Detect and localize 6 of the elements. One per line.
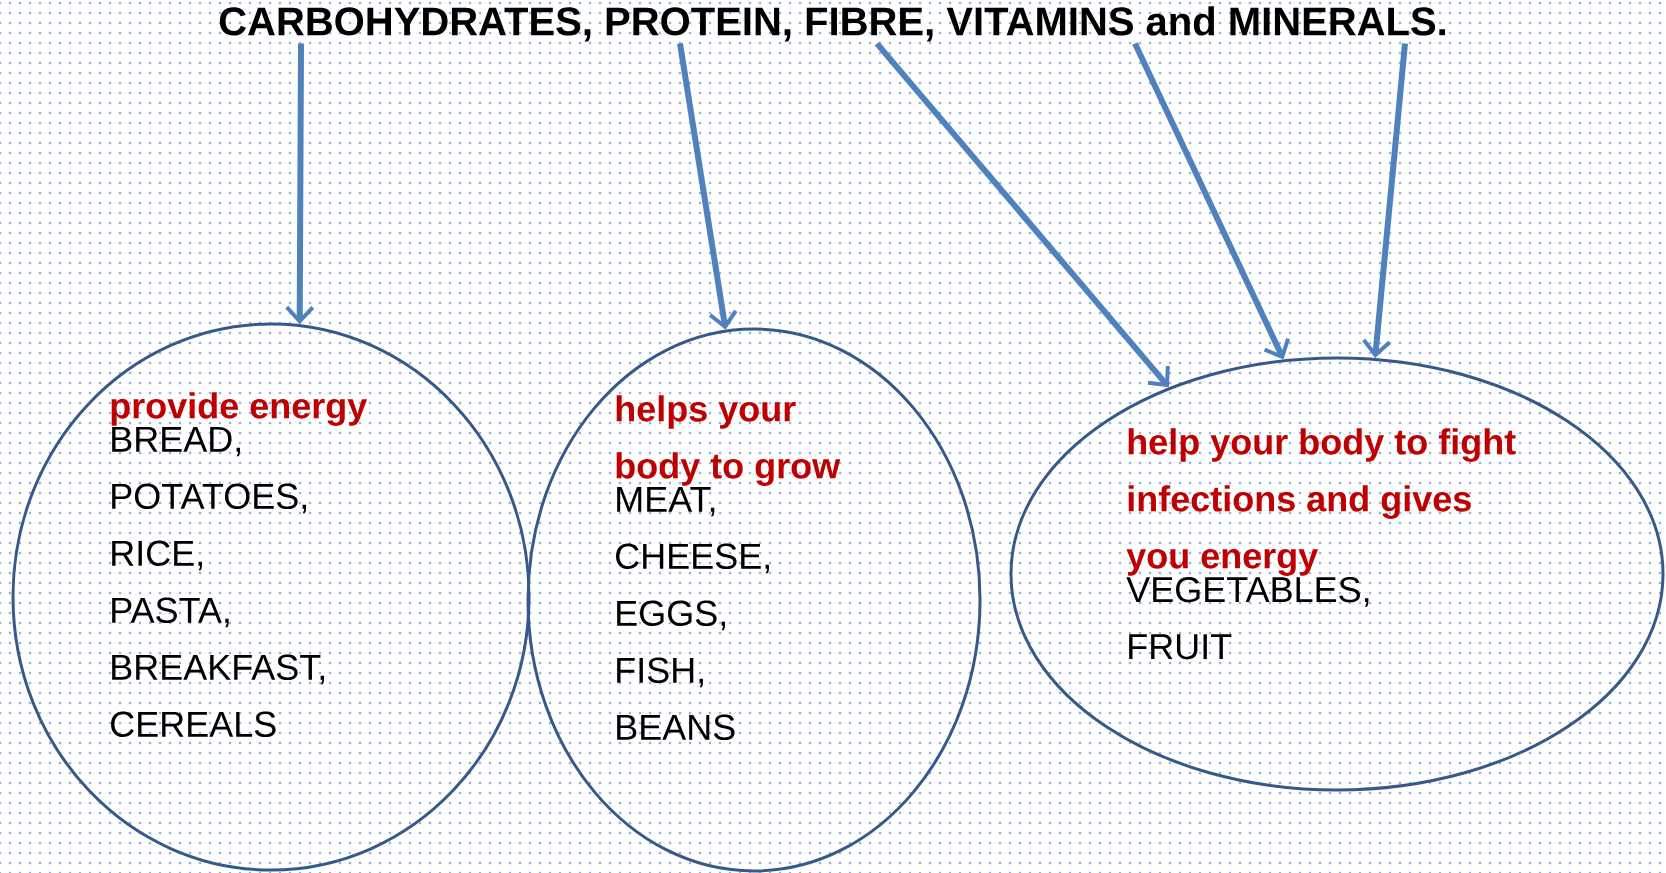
- arrow: [1132, 42, 1290, 360]
- arrow: [677, 43, 738, 330]
- arrow: [285, 43, 315, 325]
- heading: CARBOHYDRATES, PROTEIN, FIBRE, VITAMINS and MINERALS.: [219, 6, 1446, 42]
- arrow: [1362, 43, 1408, 358]
- arrow: [874, 41, 1170, 388]
